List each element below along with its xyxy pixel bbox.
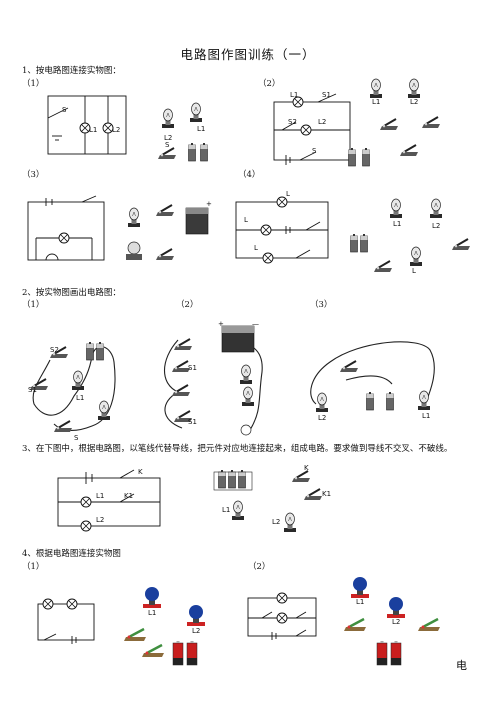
section-3-heading: 3、在下图中，根据电路图，以笔线代替导线，把元件对应地连接起来，组成电路。要求做… <box>22 444 453 454</box>
label-l1-m: L1 <box>356 598 364 606</box>
label-l2-h: L2 <box>318 414 326 422</box>
label-k-b: K <box>304 464 309 472</box>
footer-char: 电 <box>456 659 467 672</box>
section-1-part-4: （4） <box>238 170 261 180</box>
label-s1-e: S1 <box>28 386 37 394</box>
fig-3-parts: K K1 L1 L2 <box>213 464 331 533</box>
page-title: 电路图作图训练（一） <box>180 47 316 62</box>
label-l1-b: L1 <box>290 91 298 99</box>
section-1-heading: 1、按电路图连接实物图： <box>22 66 121 76</box>
section-4-part-2: （2） <box>248 562 271 572</box>
label-s2-e: S2 <box>50 346 59 354</box>
fig-3-schematic: K L1 K1 L2 <box>57 468 161 532</box>
label-minus-b: — <box>252 320 259 328</box>
label-l1-k: L1 <box>148 609 156 617</box>
label-l2-i: L2 <box>96 516 104 524</box>
fig-1-4-schematic: L L L <box>235 190 329 264</box>
fig-1-1-schematic: S L1 L2 <box>47 95 127 155</box>
fig-1-1-parts: L2 L1 S <box>157 102 208 162</box>
label-k1-a: K1 <box>124 492 133 500</box>
section-1-part-2: （2） <box>258 79 281 89</box>
section-1-part-1: （1） <box>22 79 45 89</box>
label-s2-b: S2 <box>288 118 297 126</box>
label-s-b: S <box>312 147 317 155</box>
label-l1: L1 <box>89 126 97 134</box>
label-s1-g: S1 <box>188 418 197 426</box>
label-l-a: L <box>286 190 290 198</box>
label-l1-part: L1 <box>197 125 205 133</box>
label-l2-d: L2 <box>432 222 440 230</box>
label-l2-c: L2 <box>410 98 418 106</box>
fig-2-2-physical: + — S1 S1 <box>164 320 263 436</box>
fig-1-4-parts: L1 L2 L <box>350 198 471 275</box>
label-l1-c: L1 <box>372 98 380 106</box>
fig-4-2-parts: L1 L2 <box>342 577 442 666</box>
fig-4-1-schematic <box>37 598 95 644</box>
label-s: S <box>62 106 67 114</box>
fig-1-2-schematic: L1 S1 S2 L2 S <box>273 91 351 165</box>
section-4-heading: 4、根据电路图连接实物图 <box>22 549 121 559</box>
fig-2-1-physical: S2 S1 L1 S <box>28 341 116 442</box>
section-1-part-3: （3） <box>22 170 45 180</box>
label-l1-j: L1 <box>222 506 230 514</box>
label-l-c: L <box>254 244 258 252</box>
label-k-a: K <box>138 468 143 476</box>
label-l2-j: L2 <box>272 518 280 526</box>
label-s-e: S <box>74 434 79 442</box>
label-s1-f: S1 <box>188 364 197 372</box>
label-l2-k: L2 <box>192 627 200 635</box>
label-s-part: S <box>165 141 170 149</box>
label-l1-e: L1 <box>76 394 84 402</box>
label-l1-i: L1 <box>96 492 104 500</box>
label-l1-h: L1 <box>422 412 430 420</box>
label-l3-d: L <box>412 267 416 275</box>
label-k1-b: K1 <box>322 490 331 498</box>
label-l2-part: L2 <box>164 134 172 142</box>
fig-1-2-parts: L1 L2 <box>348 78 441 167</box>
fig-4-1-parts: L1 L2 <box>122 587 205 666</box>
fig-1-3-parts: + <box>126 200 212 261</box>
section-2-part-2: （2） <box>176 300 199 310</box>
section-2-heading: 2、按实物图画出电路图： <box>22 288 121 298</box>
label-l2: L2 <box>112 126 120 134</box>
fig-1-3-schematic <box>27 195 105 261</box>
section-2-part-3: （3） <box>310 300 333 310</box>
section-4-part-1: （1） <box>22 562 45 572</box>
label-s1-b: S1 <box>322 91 331 99</box>
label-l-b: L <box>244 216 248 224</box>
fig-2-3-physical: L2 L1 <box>310 341 435 422</box>
section-2-part-1: （1） <box>22 300 45 310</box>
label-plus-a: + <box>206 200 212 208</box>
fig-4-2-schematic <box>247 592 317 640</box>
label-l1-d: L1 <box>393 220 401 228</box>
label-l2-b: L2 <box>318 118 326 126</box>
label-plus-b: + <box>218 320 224 328</box>
label-l2-m: L2 <box>392 618 400 626</box>
